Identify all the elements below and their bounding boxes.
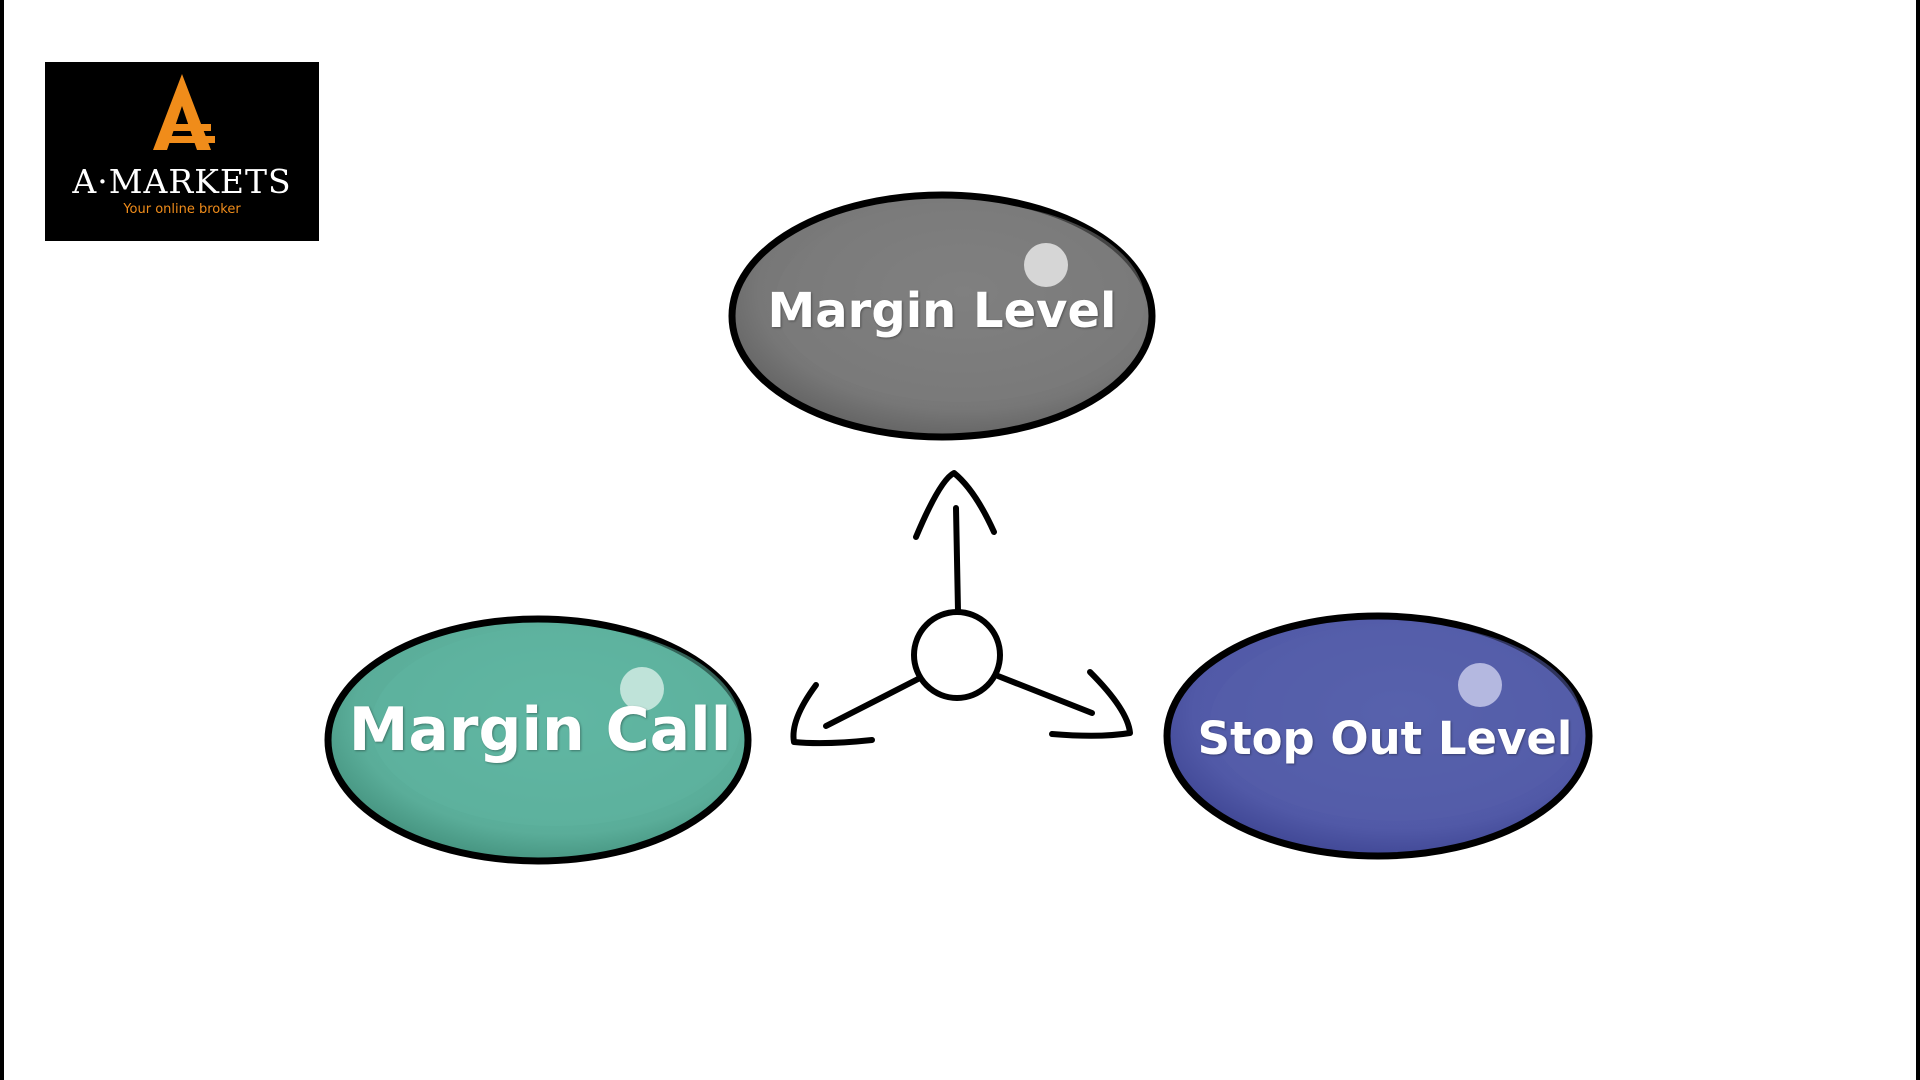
node-stop-out-level xyxy=(1163,612,1593,860)
highlight-dot xyxy=(1458,663,1502,707)
highlight-dot xyxy=(1024,243,1068,287)
frame-border-left xyxy=(0,0,4,1080)
node-margin-level xyxy=(728,191,1156,441)
a-markets-logo-icon xyxy=(153,74,215,150)
logo-tagline: Your online broker xyxy=(123,202,241,217)
logo-wordmark: A·MARKETS xyxy=(72,162,292,201)
frame-border-right xyxy=(1916,0,1920,1080)
a-markets-logo: A·MARKETS Your online broker xyxy=(45,62,319,241)
margin-call-label: Margin Call xyxy=(348,695,732,765)
node-margin-call xyxy=(324,615,752,865)
highlight-dot xyxy=(620,667,664,711)
stop-out-level-label: Stop Out Level xyxy=(1197,712,1573,765)
margin-level-label: Margin Level xyxy=(767,283,1117,339)
three-way-arrow-icon xyxy=(790,470,1133,747)
